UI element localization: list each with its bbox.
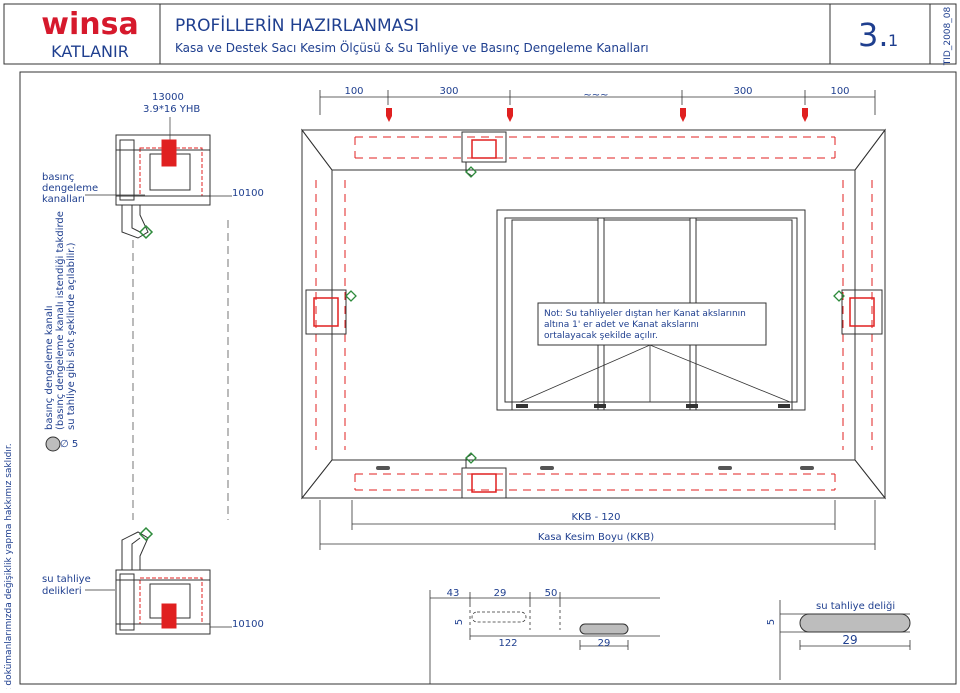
profile-bottom-center	[461, 452, 507, 499]
su-label-1: su tahliye	[42, 574, 91, 585]
dim-break: ~~~	[583, 90, 608, 101]
profile-section-bottom	[115, 526, 211, 635]
page-title: PROFİLLERİN HAZIRLANMASI	[175, 15, 419, 36]
bottom-dimension-lines	[319, 500, 876, 550]
page-number: 3.	[858, 16, 889, 54]
diameter-label: ∅ 5	[60, 439, 78, 450]
note-line-3: ortalayacak şekilde açılır.	[544, 331, 658, 341]
dim-5-slot: 5	[454, 619, 465, 625]
drain-hole-icon	[45, 436, 61, 452]
screw-markers	[386, 108, 808, 122]
slot-detail	[429, 590, 660, 684]
drain-marks	[376, 466, 814, 470]
basinc-label-3: kanalları	[42, 194, 85, 205]
left-dashed-lines	[132, 220, 229, 520]
dim-29-right: 29	[842, 633, 857, 647]
su-label-2: delikleri	[42, 586, 82, 597]
basinc-label-2: dengeleme	[42, 183, 98, 194]
dim-100-left: 100	[344, 86, 363, 97]
dim-300-left: 300	[439, 86, 458, 97]
profile-right-middle	[833, 289, 883, 335]
note-line-1: Not: Su tahliyeler dıştan her Kanat aksl…	[544, 309, 746, 319]
drain-slot-shape	[799, 613, 911, 633]
doc-code: TID_2008_08	[943, 7, 953, 67]
su-tahliye-deligi-label: su tahliye deliği	[816, 600, 895, 612]
profile-left-middle	[305, 289, 357, 335]
profile-code-bottom: 10100	[232, 619, 264, 630]
note-box: Not: Su tahliyeler dıştan her Kanat aksl…	[537, 302, 767, 346]
frame-side-dashes	[315, 180, 873, 450]
frame-outline	[300, 128, 887, 500]
rotated-note-3: su tahliye gibi slot şeklinde açılabilir…	[66, 242, 77, 430]
sash-hinges	[516, 404, 790, 408]
slot-shape	[579, 623, 629, 635]
series-name: KATLANIR	[51, 42, 129, 61]
drawing-frame	[19, 71, 957, 685]
code-top: 13000	[152, 92, 184, 103]
dim-kkb-120: KKB - 120	[571, 512, 620, 523]
dim-100-right: 100	[830, 86, 849, 97]
dim-300-right: 300	[733, 86, 752, 97]
dim-5-right: 5	[766, 619, 777, 625]
left-leaders	[85, 117, 232, 628]
profile-top-center	[461, 131, 507, 178]
brand-logo: winsa	[41, 7, 138, 42]
rotated-note-1: basınç dengeleme kanalı	[44, 305, 55, 430]
page-subtitle: Kasa ve Destek Sacı Kesim Ölçüsü & Su Ta…	[175, 39, 649, 55]
dim-50: 50	[545, 588, 558, 599]
left-section: 13000 3.9*16 YHB basınç dengeleme kanall…	[42, 92, 264, 630]
dim-29-bottom: 29	[598, 638, 611, 649]
frame-red-dashes	[354, 136, 836, 491]
dim-122: 122	[498, 638, 517, 649]
basinc-label-1: basınç	[42, 172, 74, 183]
code-yhb: 3.9*16 YHB	[143, 104, 200, 115]
note-line-2: altına 1' er adet ve Kanat akslarını	[544, 320, 699, 330]
page-subnumber: 1	[888, 31, 898, 50]
title-block: winsa KATLANIR PROFİLLERİN HAZIRLANMASI …	[3, 3, 957, 67]
footer-note: Teknik dokümanlarımızda değişiklik yapma…	[4, 443, 14, 689]
profile-code-top: 10100	[232, 188, 264, 199]
rotated-note-2: (basınç dengeleme kanalı istendiği takdi…	[54, 211, 66, 430]
dim-29-top: 29	[494, 588, 507, 599]
profile-section-top	[115, 134, 211, 240]
top-dimension-line	[319, 90, 876, 115]
dim-kasa-kesim: Kasa Kesim Boyu (KKB)	[538, 532, 654, 543]
dim-43: 43	[447, 588, 460, 599]
